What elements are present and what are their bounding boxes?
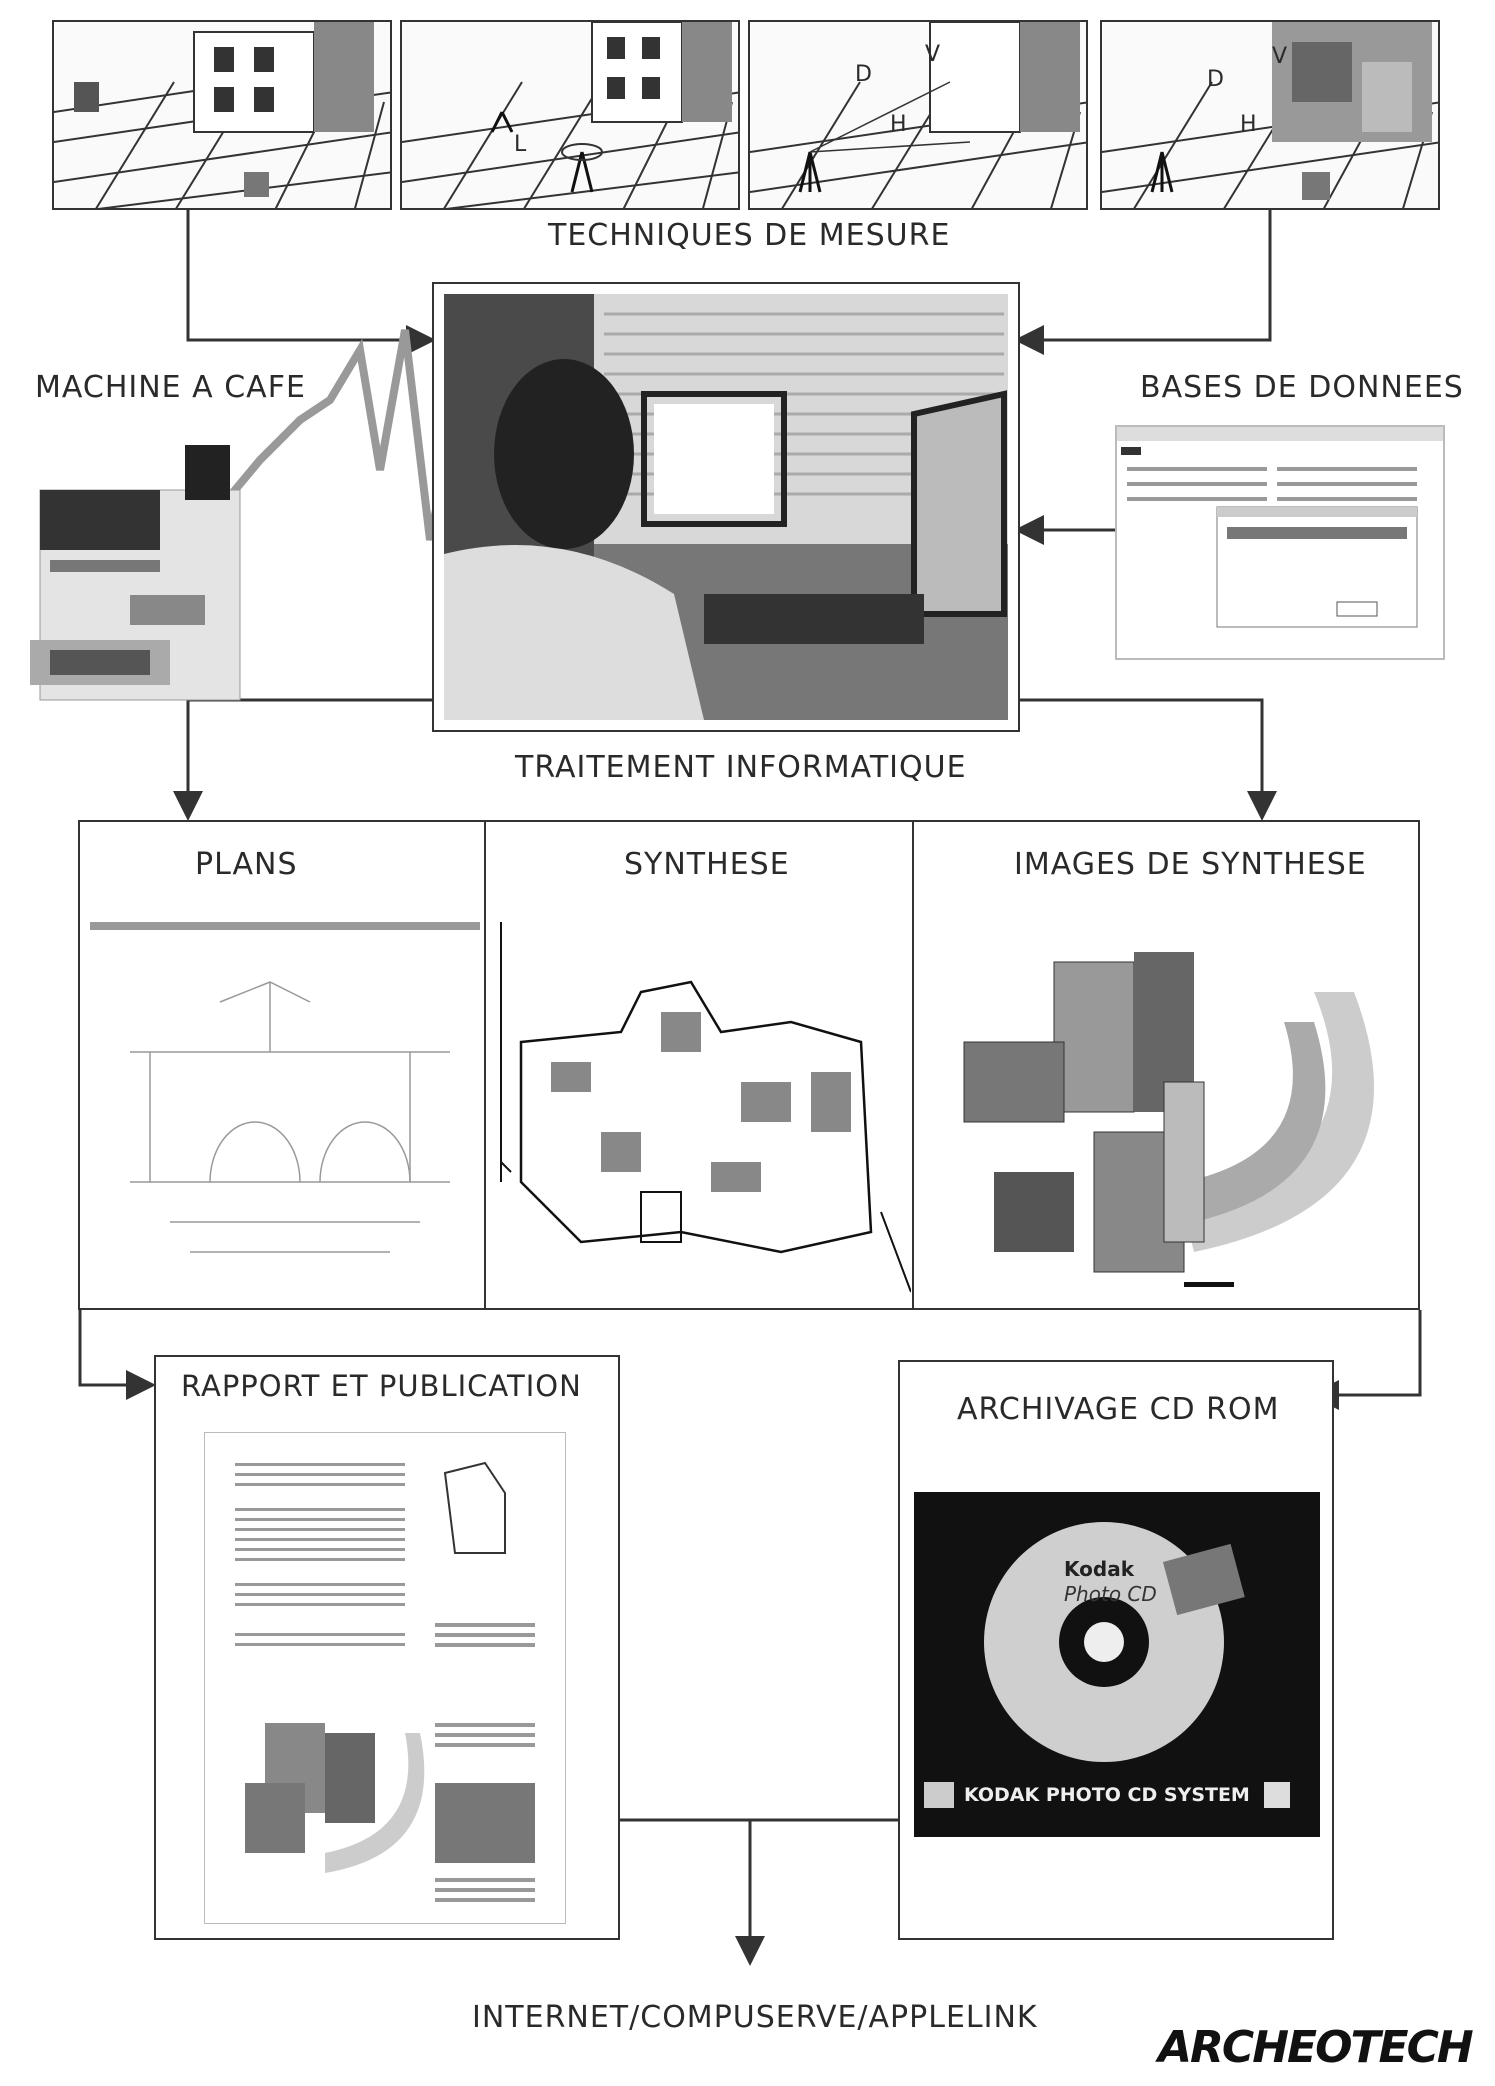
arrow-plans-to-rapport <box>78 1310 156 1400</box>
label-images-de-synthese: IMAGES DE SYNTHESE <box>1014 847 1367 882</box>
label-traitement-informatique: TRAITEMENT INFORMATIQUE <box>515 750 967 785</box>
measure-thumbnail-4: D V H <box>1100 20 1440 210</box>
computer-photo <box>444 294 1008 720</box>
archeotech-logo: ARCHEOTECH <box>1158 2022 1474 2073</box>
label-machine-a-cafe: MACHINE A CAFE <box>35 370 306 405</box>
arrow-measure-to-computer-left <box>186 210 436 355</box>
arrow-images-to-archivage <box>1309 1310 1422 1410</box>
measure-letter-h: H <box>890 112 907 137</box>
panel-rapport-et-publication: RAPPORT ET PUBLICATION <box>154 1355 620 1940</box>
measure-letter-h: H <box>1240 112 1257 137</box>
measure-letter-v: V <box>925 42 941 67</box>
cd-image: Kodak Photo CD KODAK PHOTO CD SYSTEM <box>914 1492 1320 1837</box>
label-plans: PLANS <box>195 847 298 882</box>
panel-plans: PLANS <box>78 820 486 1310</box>
cd-banner-text: KODAK PHOTO CD SYSTEM <box>964 1784 1250 1806</box>
computer-photo-frame <box>432 282 1020 732</box>
coffee-machine-image <box>30 445 241 701</box>
label-techniques-de-mesure: TECHNIQUES DE MESURE <box>548 218 951 253</box>
measure-letter-l: L <box>514 132 527 157</box>
measure-thumbnail-3: D V H <box>748 20 1088 210</box>
publication-page <box>204 1432 566 1924</box>
label-synthese: SYNTHESE <box>624 847 790 882</box>
label-rapport-et-publication: RAPPORT ET PUBLICATION <box>181 1369 582 1403</box>
label-bases-de-donnees: BASES DE DONNEES <box>1140 370 1464 405</box>
cd-product-text: Photo CD <box>1064 1582 1157 1606</box>
measure-thumbnail-1 <box>52 20 392 210</box>
synthese-plan-drawing <box>500 922 911 1293</box>
perspective-grid-3 <box>750 22 1086 208</box>
measure-letter-d: D <box>855 62 872 87</box>
measure-thumbnail-2: L <box>400 20 740 210</box>
panel-archivage-cd-rom: ARCHIVAGE CD ROM Kodak Photo CD KODAK PH… <box>898 1360 1334 1940</box>
database-screenshot <box>1115 425 1445 660</box>
perspective-grid-4 <box>1102 22 1438 208</box>
label-archivage-cd-rom: ARCHIVAGE CD ROM <box>957 1392 1280 1427</box>
perspective-grid-2 <box>402 22 738 208</box>
cd-brand-text: Kodak <box>1064 1557 1134 1581</box>
images-3d-render <box>963 952 1374 1287</box>
arrow-computer-to-images <box>1010 698 1277 821</box>
measure-letter-v: V <box>1272 44 1288 69</box>
database-window <box>1117 427 1443 628</box>
panel-synthese: SYNTHESE <box>484 820 914 1310</box>
perspective-grid-1 <box>54 22 390 208</box>
cd-disc <box>924 1522 1290 1808</box>
panel-images-de-synthese: IMAGES DE SYNTHESE <box>912 820 1420 1310</box>
plans-drawing <box>90 922 480 1253</box>
publication-page-content <box>235 1461 535 1903</box>
arrow-measure-to-computer-right <box>1014 210 1272 355</box>
measure-letter-d: D <box>1207 67 1224 92</box>
label-internet-compuserve-applelink: INTERNET/COMPUSERVE/APPLELINK <box>472 2000 1038 2035</box>
